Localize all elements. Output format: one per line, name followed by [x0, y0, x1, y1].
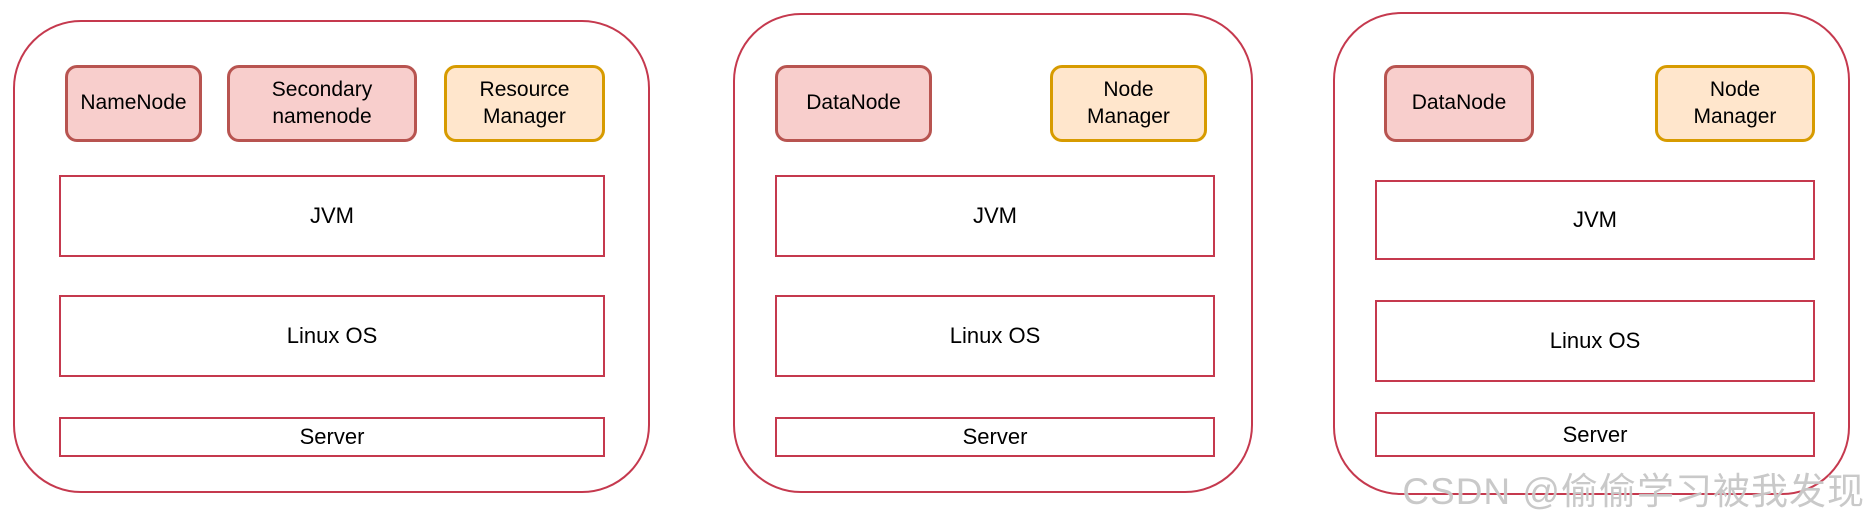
- chip-resource-manager: Resource Manager: [444, 65, 605, 142]
- layer-server-label: Server: [962, 424, 1028, 449]
- chip-resource-manager-line2: Manager: [483, 104, 566, 128]
- chip-secondary-namenode-line2: namenode: [272, 104, 372, 128]
- chip-datanode-label: DataNode: [1411, 91, 1507, 115]
- layer-server-label: Server: [1562, 421, 1628, 447]
- chip-namenode-label: NameNode: [80, 91, 187, 115]
- layer-server: Server: [1375, 412, 1815, 457]
- watermark: CSDN @偷偷学习被我发现: [1402, 471, 1865, 512]
- chip-node-manager-line2: Manager: [1087, 104, 1170, 128]
- node-card-master: NameNode Secondary namenode Resource Man…: [13, 20, 650, 493]
- layer-jvm-label: JVM: [973, 203, 1017, 228]
- chip-datanode: DataNode: [775, 65, 932, 142]
- chip-node-manager: Node Manager: [1050, 65, 1207, 142]
- layer-jvm-label: JVM: [1573, 207, 1617, 232]
- chip-resource-manager-line1: Resource: [479, 77, 570, 101]
- layer-linux-os-label: Linux OS: [949, 323, 1041, 348]
- layer-jvm: JVM: [59, 175, 605, 257]
- chip-node-manager-line1: Node: [1103, 77, 1154, 101]
- chip-node-manager-line1: Node: [1709, 77, 1761, 101]
- layer-jvm-label: JVM: [310, 203, 354, 228]
- layer-jvm: JVM: [1375, 180, 1815, 260]
- chip-secondary-namenode-line1: Secondary: [271, 77, 373, 101]
- chip-secondary-namenode: Secondary namenode: [227, 65, 417, 142]
- layer-server-label: Server: [299, 424, 365, 449]
- chip-node-manager-line2: Manager: [1693, 104, 1777, 128]
- node-card-worker-2: DataNode Node Manager JVM Linux OS Serve…: [1333, 12, 1850, 495]
- layer-jvm: JVM: [775, 175, 1215, 257]
- chip-namenode: NameNode: [65, 65, 202, 142]
- layer-linux-os-label: Linux OS: [286, 323, 378, 348]
- chip-node-manager: Node Manager: [1655, 65, 1815, 142]
- layer-linux-os: Linux OS: [775, 295, 1215, 377]
- layer-linux-os: Linux OS: [1375, 300, 1815, 382]
- chip-datanode: DataNode: [1384, 65, 1534, 142]
- layer-server: Server: [59, 417, 605, 457]
- chip-datanode-label: DataNode: [806, 91, 901, 115]
- layer-server: Server: [775, 417, 1215, 457]
- node-card-worker-1: DataNode Node Manager JVM Linux OS Serve…: [733, 13, 1253, 493]
- layer-linux-os-label: Linux OS: [1549, 328, 1641, 353]
- layer-linux-os: Linux OS: [59, 295, 605, 377]
